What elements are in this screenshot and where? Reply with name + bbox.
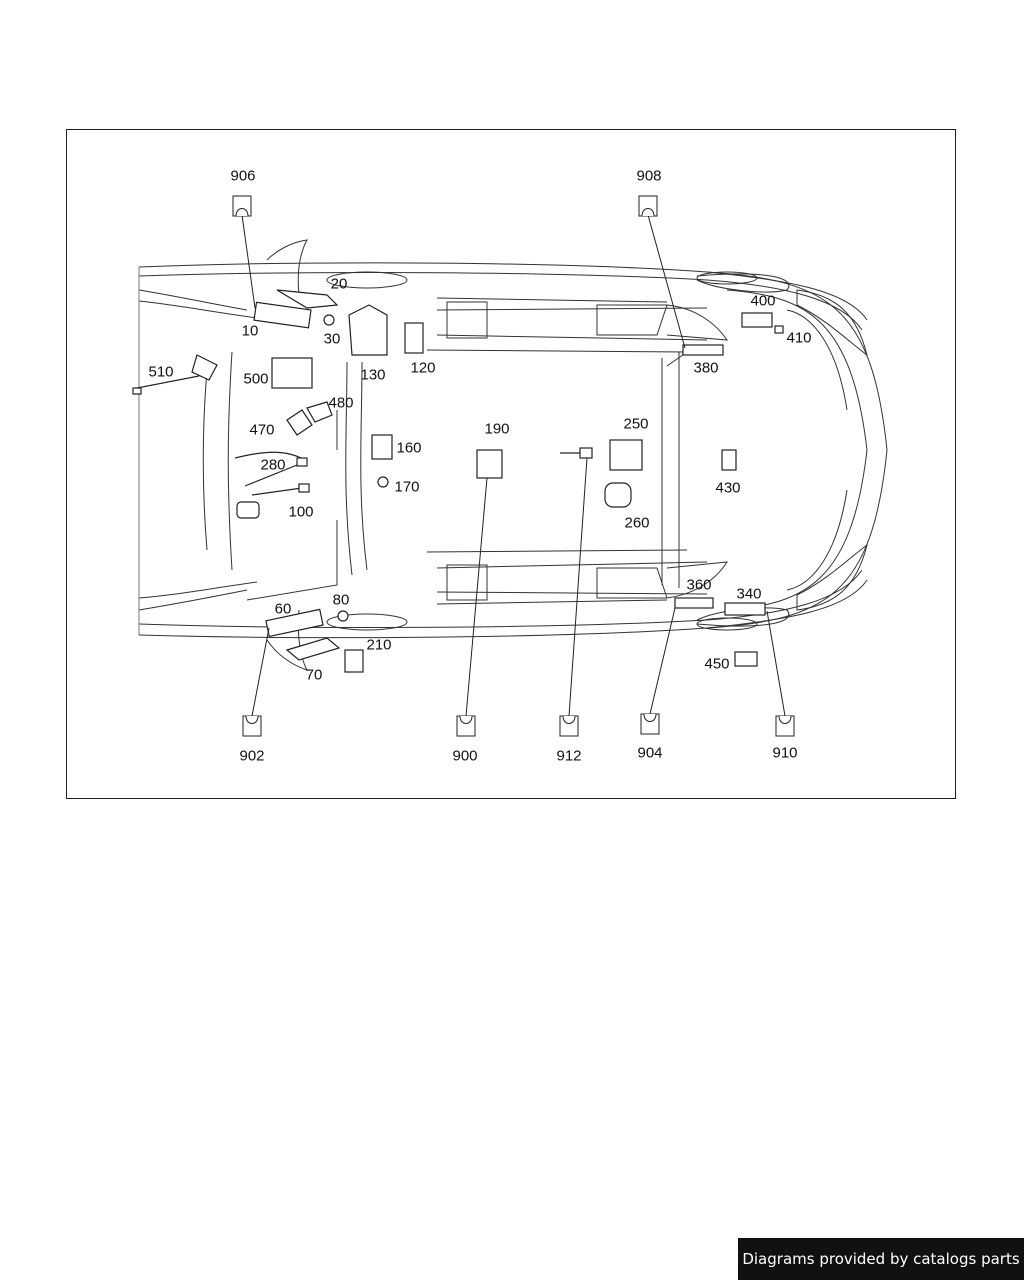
- part-label-340: 340: [736, 585, 762, 603]
- connector-label-900: 900: [452, 747, 478, 765]
- part-label-130: 130: [360, 366, 386, 384]
- footer-credit: Diagrams provided by catalogs parts: [738, 1238, 1024, 1280]
- part-100-plug: [298, 483, 310, 493]
- part-label-10: 10: [241, 322, 259, 340]
- part-label-380: 380: [693, 359, 719, 377]
- connector-908-arc: [641, 208, 655, 217]
- part-label-190: 190: [484, 420, 510, 438]
- connector-900-arc: [459, 715, 473, 724]
- part-20-bracket: [276, 289, 339, 309]
- part-80-nut: [337, 610, 349, 622]
- part-410-plug: [774, 325, 784, 334]
- part-250-unit: [609, 439, 643, 471]
- part-30-nut: [323, 314, 335, 326]
- part-210-unit: [344, 649, 364, 673]
- connector-symbols: [232, 195, 795, 737]
- connector-label-904: 904: [637, 744, 663, 762]
- part-280-cable: [244, 464, 298, 487]
- connector-label-910: 910: [772, 744, 798, 762]
- connector-906-arc: [235, 208, 249, 217]
- leader-908: [647, 214, 686, 349]
- connector-904-arc: [643, 713, 657, 722]
- part-10-module: [253, 301, 312, 329]
- part-label-30: 30: [323, 330, 341, 348]
- part-470-unit: [286, 409, 313, 436]
- part-912-block: [579, 447, 593, 459]
- part-label-410: 410: [786, 329, 812, 347]
- part-120-unit: [404, 322, 424, 354]
- part-label-470: 470: [249, 421, 275, 439]
- part-label-280: 280: [260, 456, 286, 474]
- connector-912-arc: [562, 715, 576, 724]
- part-510-plug: [132, 387, 142, 395]
- connector-label-902: 902: [239, 747, 265, 765]
- part-label-120: 120: [410, 359, 436, 377]
- part-label-250: 250: [623, 415, 649, 433]
- part-510-cable: [136, 375, 200, 389]
- part-label-500: 500: [243, 370, 269, 388]
- part-190-module: [476, 449, 503, 479]
- part-400-unit: [741, 312, 773, 328]
- part-380-bracket: [682, 344, 724, 356]
- part-480-unit: [306, 401, 333, 423]
- part-60-module: [265, 608, 324, 638]
- leader-900: [465, 477, 488, 717]
- part-340-bracket: [724, 602, 766, 616]
- leader-912: [568, 457, 588, 717]
- part-label-20: 20: [330, 275, 348, 293]
- part-label-170: 170: [394, 478, 420, 496]
- part-label-100: 100: [288, 503, 314, 521]
- part-label-210: 210: [366, 636, 392, 654]
- leader-902: [251, 627, 270, 717]
- connector-label-906: 906: [230, 167, 256, 185]
- part-160-unit: [371, 434, 393, 460]
- part-170-plug: [377, 476, 389, 488]
- part-label-260: 260: [624, 514, 650, 532]
- car-wiring-diagram: [132, 195, 888, 737]
- leader-910: [766, 610, 786, 717]
- part-label-400: 400: [750, 292, 776, 310]
- part-label-80: 80: [332, 591, 350, 609]
- part-70-bracket: [285, 637, 341, 661]
- part-label-510: 510: [148, 363, 174, 381]
- part-450-unit: [734, 651, 758, 667]
- connector-label-912: 912: [556, 747, 582, 765]
- part-label-60: 60: [274, 600, 292, 618]
- connector-label-908: 908: [636, 167, 662, 185]
- part-260-cover: [604, 482, 632, 508]
- part-label-480: 480: [328, 394, 354, 412]
- part-100-cable: [251, 487, 303, 496]
- diagram-frame: 10 20 30 60 70 80 100 120 130 160 170 19…: [66, 129, 956, 799]
- part-100-antenna: [236, 501, 260, 519]
- part-280-plug: [296, 457, 308, 467]
- connector-910-arc: [778, 715, 792, 724]
- part-drawings: [132, 289, 784, 673]
- part-label-160: 160: [396, 439, 422, 457]
- connector-902-arc: [245, 715, 259, 724]
- leader-906: [241, 214, 256, 309]
- part-label-450: 450: [704, 655, 730, 673]
- part-360-bracket: [674, 597, 714, 609]
- part-130-cover: [348, 304, 388, 356]
- leader-904: [649, 607, 676, 715]
- part-label-70: 70: [305, 666, 323, 684]
- part-label-430: 430: [715, 479, 741, 497]
- part-500-module: [271, 357, 313, 389]
- part-label-360: 360: [686, 576, 712, 594]
- car-outline: [138, 239, 888, 671]
- part-430-unit: [721, 449, 737, 471]
- part-510-sensor: [191, 354, 218, 381]
